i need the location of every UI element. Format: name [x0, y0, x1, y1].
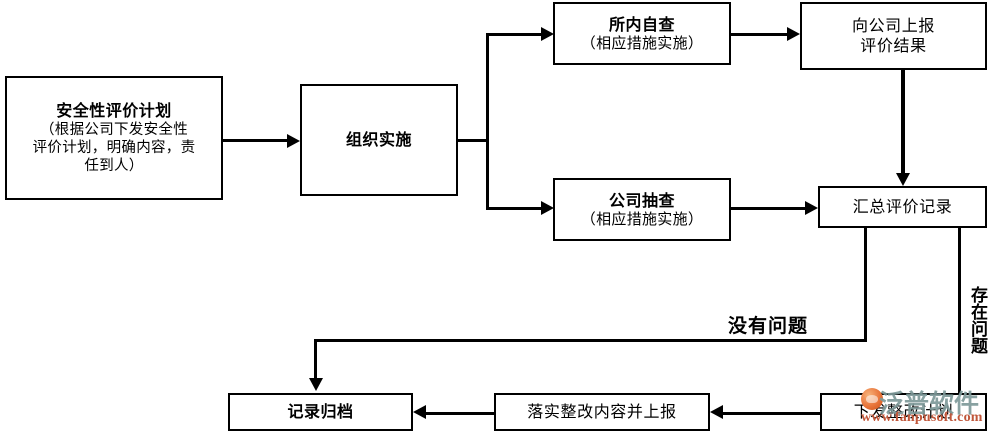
edge-organize-branch-stem — [458, 139, 489, 142]
edge-label-no-problem: 没有问题 — [728, 315, 809, 337]
node-report-line-2: 评价结果 — [860, 36, 927, 55]
node-selfcheck-title: 所内自查 — [608, 14, 675, 34]
node-implement-rectification-and-report[interactable]: 落实整改内容并上报 — [494, 393, 710, 431]
edge-report-to-summary — [901, 70, 905, 174]
node-plan-title: 安全性评价计划 — [56, 100, 172, 120]
node-safety-evaluation-plan[interactable]: 安全性评价计划 （根据公司下发安全性 评价计划，明确内容，责 任到人） — [5, 76, 223, 200]
arrowhead-selfcheck-to-report — [787, 27, 800, 41]
node-spotcheck-detail: （相应措施实施） — [580, 210, 704, 229]
edge-rectify-to-archive — [426, 412, 494, 415]
node-plan-detail-line-3: 任到人） — [84, 157, 144, 174]
arrowhead-issue-to-rectify — [710, 405, 723, 419]
arrowhead-no-problem-to-archive — [309, 378, 323, 391]
edge-no-problem-down-to-archive — [314, 339, 317, 379]
arrowhead-report-to-summary — [896, 173, 910, 186]
edge-branch-to-spotcheck — [486, 207, 541, 210]
arrowhead-rectify-to-archive — [413, 405, 426, 419]
node-summary-title: 汇总评价记录 — [852, 197, 953, 217]
arrowhead-spotcheck-to-summary — [805, 201, 818, 215]
edge-spotcheck-to-summary — [731, 207, 805, 210]
node-issue-title: 下发整改计划 — [853, 402, 954, 422]
arrowhead-branch-to-spotcheck — [541, 201, 554, 215]
edge-organize-branch-spine — [486, 33, 489, 209]
edge-no-problem-horizontal — [314, 339, 867, 342]
edge-summary-no-problem-down — [864, 228, 867, 342]
edge-summary-has-problem-down — [958, 228, 961, 395]
node-summarize-evaluation-records[interactable]: 汇总评价记录 — [818, 186, 987, 228]
node-internal-self-inspection[interactable]: 所内自查 （相应措施实施） — [553, 2, 731, 65]
node-issue-rectification-plan[interactable]: 下发整改计划 — [820, 393, 987, 431]
node-archive-records[interactable]: 记录归档 — [228, 393, 413, 431]
node-spotcheck-title: 公司抽查 — [608, 190, 675, 210]
node-selfcheck-detail: （相应措施实施） — [580, 34, 704, 53]
edge-selfcheck-to-report — [731, 33, 787, 36]
edge-label-has-problem: 存在问题 — [967, 286, 987, 354]
node-archive-title: 记录归档 — [287, 402, 354, 422]
edge-plan-to-organize — [223, 139, 287, 142]
arrowhead-plan-to-organize — [287, 134, 300, 148]
node-report-results-to-company[interactable]: 向公司上报 评价结果 — [800, 2, 987, 70]
arrowhead-branch-to-selfcheck — [541, 27, 554, 41]
node-organize-implementation[interactable]: 组织实施 — [300, 84, 458, 196]
edge-branch-to-selfcheck — [486, 33, 541, 36]
node-organize-title: 组织实施 — [345, 130, 412, 150]
node-company-spot-check[interactable]: 公司抽查 （相应措施实施） — [553, 178, 731, 241]
node-plan-detail-line-1: （根据公司下发安全性 — [40, 122, 188, 139]
edge-issue-to-rectify — [723, 412, 820, 415]
node-report-line-1: 向公司上报 — [851, 16, 935, 36]
node-plan-detail-line-2: 评价计划，明确内容，责 — [32, 139, 196, 156]
node-rectify-title: 落实整改内容并上报 — [527, 402, 677, 422]
